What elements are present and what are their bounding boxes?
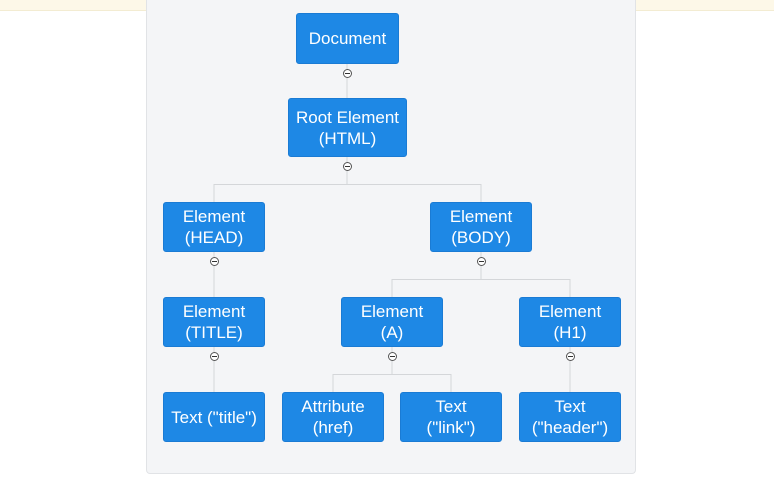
node-title-label-1: Element — [182, 302, 246, 321]
node-h1-label-1: Element — [538, 302, 602, 321]
node-title-label-2: (TITLE) — [185, 323, 243, 342]
collapse-toggle-head[interactable] — [210, 257, 219, 266]
node-attr-label-2: (href) — [312, 418, 354, 437]
node-element-h1[interactable]: Element (H1) — [519, 297, 621, 347]
node-h1-label-2: (H1) — [553, 323, 587, 342]
node-head-label-1: Element — [182, 207, 246, 226]
node-text-header-label-2: ("header") — [531, 418, 609, 437]
node-a-label-2: (A) — [380, 323, 404, 342]
node-attribute-href[interactable]: Attribute (href) — [282, 392, 384, 442]
node-root-label-1: Root Element — [296, 107, 399, 127]
node-text-title[interactable]: Text ("title") — [163, 392, 265, 442]
node-head-label-2: (HEAD) — [184, 228, 244, 247]
node-text-header[interactable]: Text ("header") — [519, 392, 621, 442]
node-text-header-label-1: Text — [554, 397, 586, 416]
collapse-toggle-title[interactable] — [210, 352, 219, 361]
node-text-link-label-1: Text — [435, 397, 467, 416]
collapse-toggle-root[interactable] — [343, 162, 352, 171]
node-text-link[interactable]: Text ("link") — [400, 392, 502, 442]
node-attr-label-1: Attribute — [301, 397, 365, 416]
node-a-label-1: Element — [360, 302, 424, 321]
node-document-label: Document — [308, 29, 387, 48]
node-body-label-2: (BODY) — [451, 228, 511, 247]
node-body-label-1: Element — [449, 207, 513, 226]
collapse-toggle-h1[interactable] — [566, 352, 575, 361]
node-element-a[interactable]: Element (A) — [341, 297, 443, 347]
collapse-toggle-document[interactable] — [343, 69, 352, 78]
node-element-title[interactable]: Element (TITLE) — [163, 297, 265, 347]
collapse-toggle-a[interactable] — [388, 352, 397, 361]
collapse-toggle-body[interactable] — [477, 257, 486, 266]
node-text-link-label-2: ("link") — [426, 418, 476, 437]
node-document[interactable]: Document — [296, 13, 399, 64]
node-element-body[interactable]: Element (BODY) — [430, 202, 532, 252]
node-element-head[interactable]: Element (HEAD) — [163, 202, 265, 252]
node-root-element[interactable]: Root Element (HTML) — [288, 98, 407, 157]
node-root-label-2: (HTML) — [318, 128, 377, 148]
node-text-title-label: Text ("title") — [171, 407, 257, 427]
